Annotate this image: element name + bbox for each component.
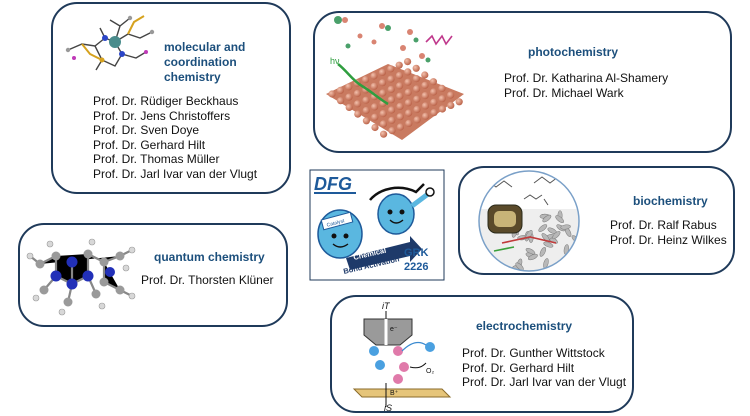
name-item: Prof. Dr. Heinz Wilkes: [610, 232, 727, 247]
quantum-title: quantum chemistry: [154, 250, 265, 264]
name-item: Prof. Dr. Katharina Al-Shamery: [504, 71, 669, 85]
electrochemistry-image: iT e⁻ O₂ B⁺ iS: [352, 301, 452, 413]
dfg-text: DFG: [314, 174, 352, 194]
name-item: Prof. Dr. Gerhard Hilt: [93, 137, 206, 152]
grk-label: GRK: [404, 247, 429, 259]
name-item: Prof. Dr. Jarl Ivar van der Vlugt: [93, 166, 258, 181]
catalyst-label: Catalyst: [326, 218, 346, 229]
name-item: Prof. Dr. Thomas Müller: [93, 152, 220, 166]
name-item: Prof. Dr. Ralf Rabus: [610, 218, 717, 232]
electrochemistry-names: Prof. Dr. Gunther Wittstock Prof. Dr. Ge…: [462, 346, 626, 390]
biochemistry-image: [478, 170, 580, 272]
box-molecular-chemistry: [51, 2, 291, 194]
molecular-names: Prof. Dr. Rüdiger Beckhaus Prof. Dr. Jen…: [93, 94, 257, 181]
name-item: Prof. Dr. Rüdiger Beckhaus: [93, 94, 239, 108]
dfg-grk-logo: DFG Catalyst Chemical Bond Activation GR…: [309, 169, 445, 281]
o2-label: O₂: [426, 368, 434, 375]
quantum-names: Prof. Dr. Thorsten Klüner: [141, 273, 274, 288]
name-item: Prof. Dr. Michael Wark: [504, 85, 624, 100]
is-label: iS: [384, 403, 392, 413]
electron-label: e⁻: [390, 326, 398, 333]
copper-atom-grid: [328, 58, 463, 138]
name-item: Prof. Dr. Jens Christoffers: [93, 108, 231, 123]
electrochemistry-title: electrochemistry: [476, 319, 573, 333]
photochemistry-title: photochemistry: [528, 45, 619, 59]
b-plus-label: B⁺: [390, 390, 399, 397]
hv-label: hν: [330, 56, 340, 66]
it-label: iT: [382, 301, 391, 311]
molecular-title: molecular and coordination chemistry: [164, 40, 246, 84]
grk-number: 2226: [404, 261, 428, 273]
photochemistry-names: Prof. Dr. Katharina Al-Shamery Prof. Dr.…: [504, 71, 668, 100]
biochemistry-names: Prof. Dr. Ralf Rabus Prof. Dr. Heinz Wil…: [610, 218, 727, 247]
name-item: Prof. Dr. Jarl Ivar van der Vlugt: [462, 375, 627, 389]
photocatalysis-surface-image: hν: [326, 16, 464, 140]
molecule-structure-image: [65, 15, 155, 71]
name-item: Prof. Dr. Gunther Wittstock: [462, 346, 605, 360]
biochemistry-title: biochemistry: [633, 194, 708, 208]
quantum-molecule-image: [26, 238, 136, 316]
name-item: Prof. Dr. Thorsten Klüner: [141, 273, 274, 287]
name-item: Prof. Dr. Sven Doye: [93, 123, 200, 137]
name-item: Prof. Dr. Gerhard Hilt: [462, 360, 575, 375]
